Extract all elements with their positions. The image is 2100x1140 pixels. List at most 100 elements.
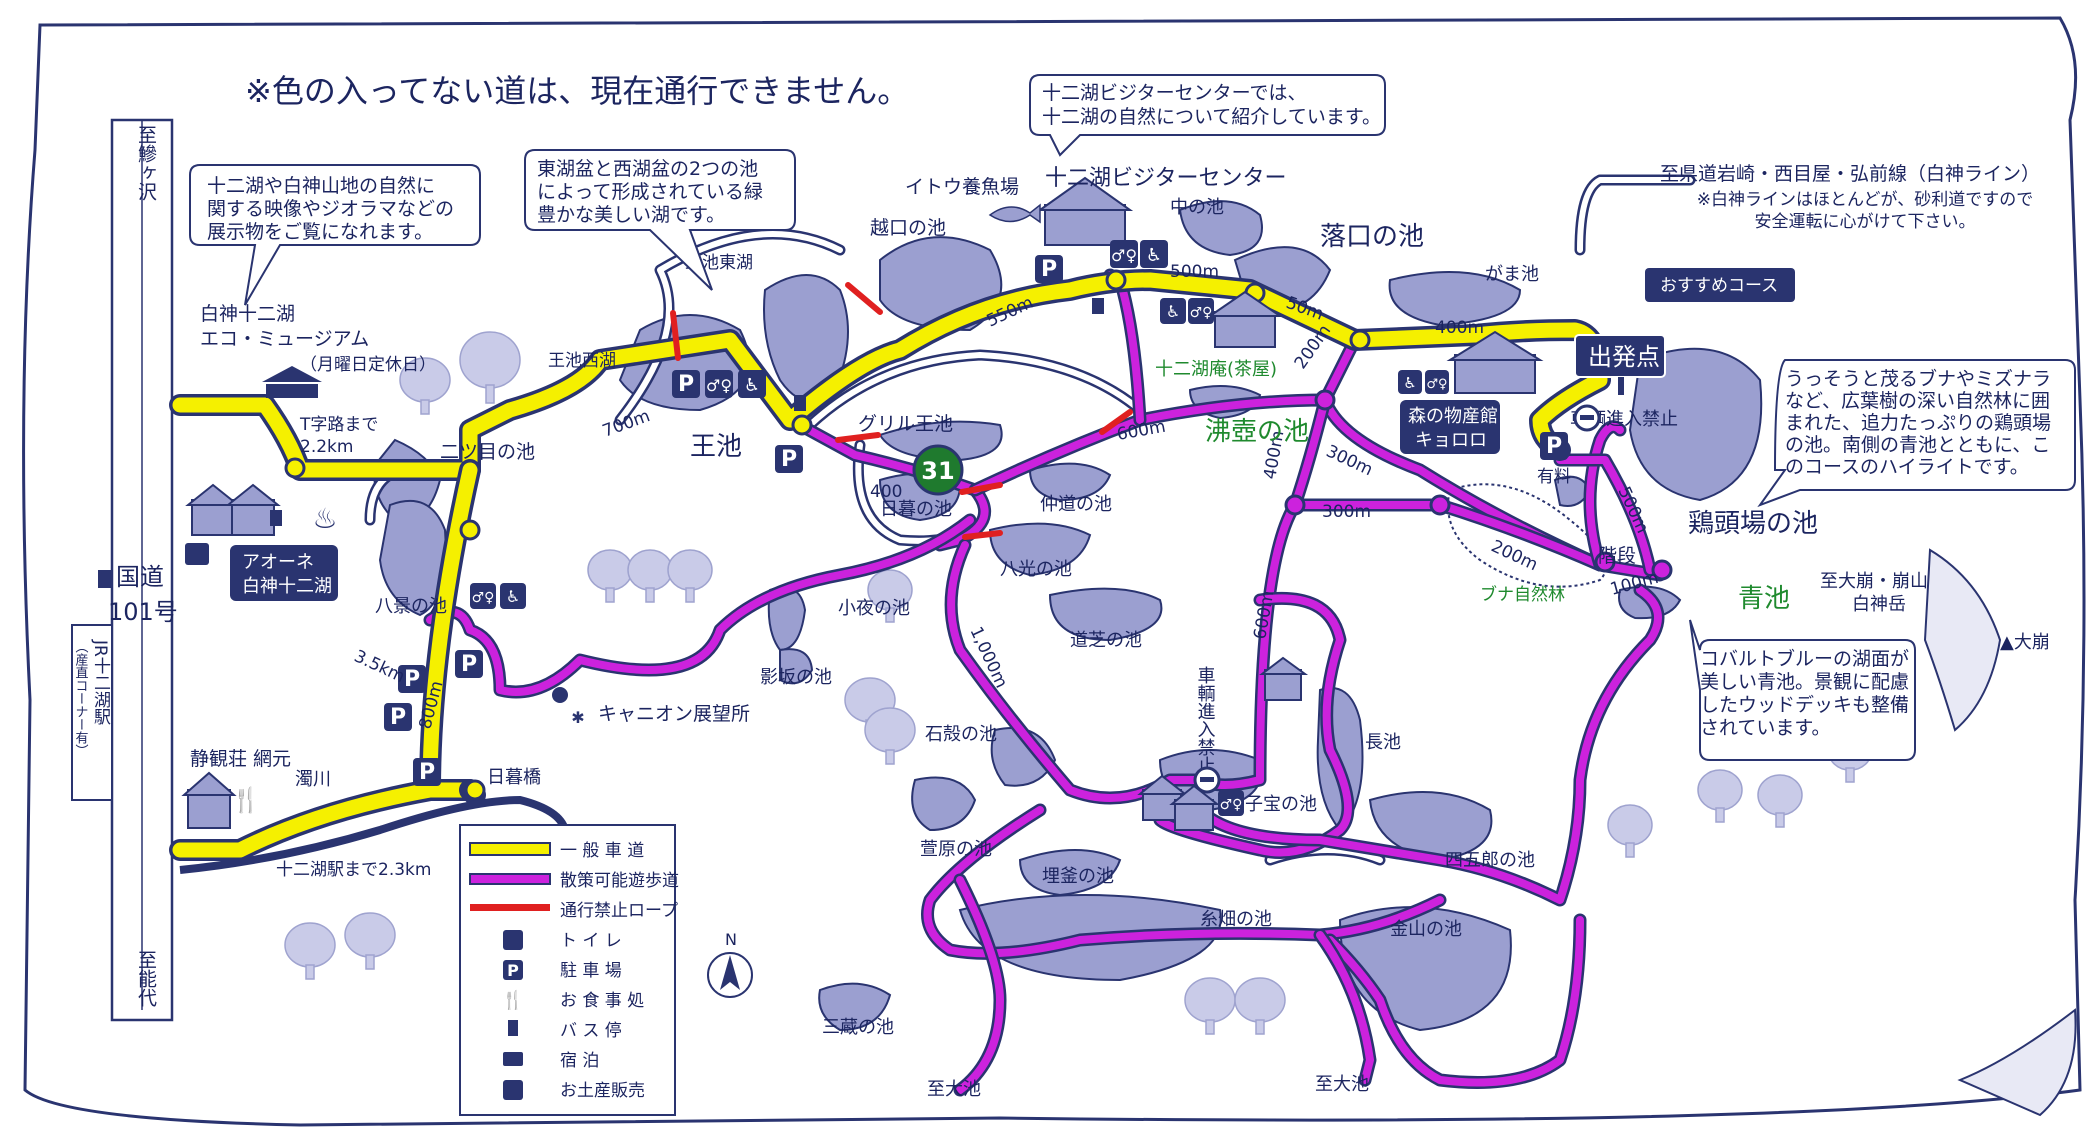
svg-text:P: P [507, 961, 519, 980]
svg-text:P: P [461, 652, 477, 677]
accessible-icon: ♿ [738, 370, 766, 398]
svg-text:十二湖の自然について紹介しています。: 十二湖の自然について紹介しています。 [1042, 106, 1381, 128]
parking-icon: P [384, 703, 412, 731]
svg-text:まれた、追力たっぷりの鶏頭場: まれた、追力たっぷりの鶏頭場 [1785, 412, 2051, 434]
svg-text:白神十二湖: 白神十二湖 [242, 576, 332, 597]
parking-icon: P [455, 650, 483, 678]
mori-box: 森の物産館 キョロロ [1400, 400, 1500, 454]
pond-kagesaka [779, 648, 814, 685]
toilet-icon [503, 930, 523, 950]
legend-yellow-road [469, 842, 551, 856]
parking-icon: P [398, 665, 426, 693]
svg-text:至大池: 至大池 [927, 1079, 981, 1100]
svg-text:八景の池: 八景の池 [375, 596, 447, 617]
bus-stop-icon [1092, 298, 1104, 314]
accessible-icon: ♿ [1160, 298, 1186, 324]
svg-text:至大崩・崩山・: 至大崩・崩山・ [1820, 571, 1946, 592]
parking-icon: P [672, 370, 700, 398]
legend-magenta-path [469, 873, 551, 885]
svg-text:静観荘 網元: 静観荘 網元 [190, 748, 291, 770]
juniko-an-building [1206, 290, 1284, 348]
nigorigawa-river [179, 795, 569, 874]
accessible-icon: ♿ [500, 583, 526, 609]
facility-icons: P ♂♀ ♿ P P ♂♀ ♿ ♿ ♂♀ ♿ ♂♀ P ♂♀ ♿ P P P P… [185, 203, 1568, 816]
svg-text:♂♀: ♂♀ [472, 590, 495, 606]
parking-icon: P [1540, 432, 1568, 460]
svg-text:安全運転に心がけて下さい。: 安全運転に心がけて下さい。 [1755, 212, 1976, 232]
svg-text:八光の池: 八光の池 [1000, 559, 1072, 580]
legend-red-rope [470, 904, 550, 911]
svg-text:至大池: 至大池 [1315, 1074, 1369, 1095]
svg-text:♿: ♿ [1146, 245, 1162, 266]
svg-text:🍴: 🍴 [502, 989, 524, 1011]
svg-text:ト イ レ: ト イ レ [560, 931, 622, 951]
svg-text:駐 車 場: 駐 車 場 [560, 961, 622, 981]
svg-text:アオーネ: アオーネ [242, 552, 314, 573]
toilet-icon: ♂♀ [1425, 370, 1449, 394]
jr-station-box [71, 624, 113, 801]
svg-text:石殻の池: 石殻の池 [925, 724, 997, 745]
svg-text:の池。南側の青池とともに、こ: の池。南側の青池とともに、こ [1785, 434, 2050, 456]
toilet-icon: ♂♀ [705, 370, 733, 398]
svg-text:王池: 王池 [690, 432, 742, 462]
bus-stop-icon [270, 510, 282, 526]
route-31-badge: 31 [912, 444, 964, 496]
restaurant-icon: 🍴 [502, 989, 524, 1011]
svg-text:四五郎の池: 四五郎の池 [1445, 850, 1535, 871]
bus-stop-icon [98, 570, 112, 588]
svg-text:十二湖駅まで2.3km: 十二湖駅まで2.3km [276, 860, 431, 880]
svg-text:おすすめコース: おすすめコース [1660, 276, 1778, 296]
svg-text:グリル王池: グリル王池 [858, 413, 953, 435]
svg-text:三蔵の池: 三蔵の池 [822, 1017, 894, 1038]
restaurant-icon: 🍴 [231, 786, 261, 814]
svg-text:仲道の池: 仲道の池 [1040, 494, 1112, 515]
svg-text:白神岳: 白神岳 [1852, 594, 1906, 615]
svg-text:落口の池: 落口の池 [1320, 222, 1424, 252]
bus-stop-icon [794, 395, 806, 411]
svg-text:豊かな美しい湖です。: 豊かな美しい湖です。 [537, 204, 725, 226]
svg-text:日暮橋: 日暮橋 [487, 767, 541, 788]
mori-building [1446, 330, 1544, 394]
visitor-center-building [1036, 176, 1134, 246]
callout-aoike: コバルトブルーの湖面が 美しい青池。景観に配慮 したウッドデッキも整備 されてい… [1689, 619, 1916, 761]
svg-text:キョロロ: キョロロ [1415, 430, 1487, 451]
canyon-viewpoint-icon: ✱ [552, 687, 585, 727]
bus-stop-icon [508, 1020, 518, 1036]
to-noshiro-label: 至能代 [135, 950, 157, 1007]
svg-text:お 食 事 処: お 食 事 処 [560, 991, 644, 1011]
svg-text:▲大崩: ▲大崩 [2000, 632, 2050, 653]
pond-shigorou [1368, 791, 1493, 862]
svg-text:400m: 400m [1435, 318, 1484, 338]
parking-icon: P [775, 445, 803, 473]
junction-nodes [284, 269, 1673, 801]
svg-text:沸壺の池: 沸壺の池 [1205, 417, 1309, 447]
north-arrow-icon: N [707, 930, 753, 998]
svg-text:のコースのハイライトです。: のコースのハイライトです。 [1785, 456, 2029, 478]
svg-text:されています。: されています。 [1700, 717, 1831, 739]
svg-text:P: P [419, 760, 435, 785]
svg-text:越口の池: 越口の池 [870, 217, 946, 239]
accessible-icon: ♿ [1140, 240, 1168, 268]
notice-text: ※色の入ってない道は、現在通行できません。 [245, 72, 909, 110]
svg-text:至県道岩崎・西目屋・弘前線（白神ライン）: 至県道岩崎・西目屋・弘前線（白神ライン） [1660, 163, 2040, 185]
svg-text:十二湖や白神山地の自然に: 十二湖や白神山地の自然に [207, 175, 435, 197]
svg-text:🍴: 🍴 [231, 786, 261, 814]
toilet-icon: ♂♀ [1110, 240, 1138, 268]
accessible-icon: ♿ [1398, 370, 1422, 394]
pond-ikarigama [1018, 849, 1122, 897]
start-box: 出発点 [1574, 334, 1666, 395]
pond-kayahara [911, 776, 977, 832]
svg-text:500m: 500m [1170, 262, 1219, 282]
svg-text:道芝の池: 道芝の池 [1070, 630, 1142, 651]
souvenir-icon [503, 1080, 523, 1100]
place-labels: 白神十二湖 エコ・ミュージアム （月曜日定休日） T字路まで 2.2km 二ツ目… [190, 163, 2050, 1100]
parking-icon: P [1035, 255, 1063, 283]
svg-text:P: P [1546, 434, 1562, 459]
svg-text:萱原の池: 萱原の池 [920, 839, 992, 860]
pond-keitouba [1628, 347, 1763, 502]
svg-text:散策可能遊歩道: 散策可能遊歩道 [560, 871, 679, 891]
svg-text:♿: ♿ [506, 587, 520, 606]
svg-text:♂♀: ♂♀ [706, 376, 732, 395]
svg-text:小夜の池: 小夜の池 [838, 598, 910, 619]
